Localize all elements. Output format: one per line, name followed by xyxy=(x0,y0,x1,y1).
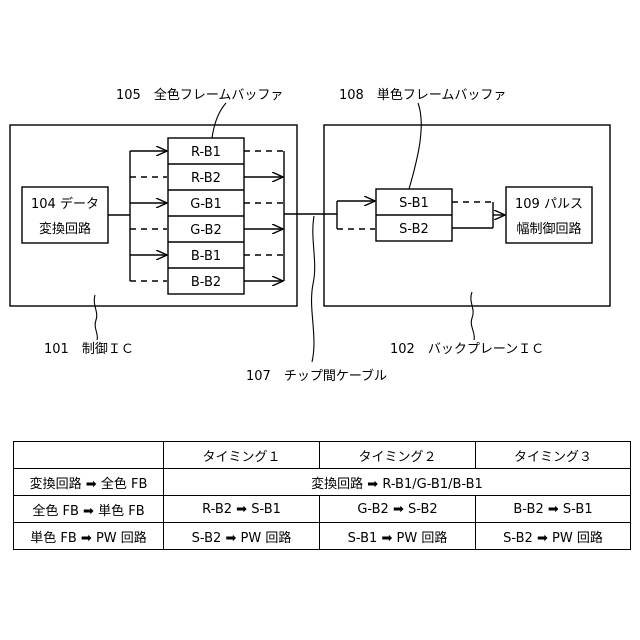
arrow-icon: ➡ xyxy=(225,531,236,546)
merged-cell: 変換回路 ➡ R-B1/G-B1/B-B1 xyxy=(164,469,631,496)
table-cell: S-B1 ➡ PW 回路 xyxy=(320,523,476,550)
pulse-width-line2: 幅制御回路 xyxy=(516,221,581,237)
system-diagram: 104 データ 変換回路 R-B1 R-B2 G-B1 G-B2 B-B1 B-… xyxy=(0,0,640,400)
table-row: 全色 FB ➡ 単色 FB R-B2 ➡ S-B1 G-B2 ➡ S-B2 B-… xyxy=(14,496,631,523)
single-color-frame-buffer: S-B1 S-B2 xyxy=(376,189,452,241)
arrow-icon: ➡ xyxy=(537,531,548,546)
arrow-icon: ➡ xyxy=(83,504,94,519)
backplane-ic-box xyxy=(324,125,610,306)
pulse-width-line1: 109 パルス xyxy=(515,197,583,212)
table-header-row: タイミング１ タイミング２ タイミング３ xyxy=(14,442,631,469)
table-cell: B-B2 ➡ S-B1 xyxy=(476,496,631,523)
row-label: 全色 FB ➡ 単色 FB xyxy=(14,496,164,523)
table-row: 変換回路 ➡ 全色 FB 変換回路 ➡ R-B1/G-B1/B-B1 xyxy=(14,469,631,496)
control-ic-box xyxy=(10,125,297,306)
table-cell: S-B2 ➡ PW 回路 xyxy=(476,523,631,550)
header-timing-3: タイミング３ xyxy=(476,442,631,469)
arrow-icon: ➡ xyxy=(81,531,92,546)
header-timing-2: タイミング２ xyxy=(320,442,476,469)
fb-cell-b-b2: B-B2 xyxy=(191,275,221,290)
table-row: 単色 FB ➡ PW 回路 S-B2 ➡ PW 回路 S-B1 ➡ PW 回路 … xyxy=(14,523,631,550)
single-fb-cell-s-b2: S-B2 xyxy=(399,222,429,237)
single-fb-to-pulse-arrows xyxy=(452,202,505,228)
arrow-icon: ➡ xyxy=(381,531,392,546)
arrow-icon: ➡ xyxy=(86,477,97,492)
fb-cell-b-b1: B-B1 xyxy=(191,249,221,264)
full-color-frame-buffer: R-B1 R-B2 G-B1 G-B2 B-B1 B-B2 xyxy=(168,138,244,294)
row-label: 変換回路 ➡ 全色 FB xyxy=(14,469,164,496)
fb-to-bus-lines xyxy=(244,151,284,281)
label-control-ic: 101 制御ＩＣ xyxy=(44,342,134,357)
data-conversion-line1: 104 データ xyxy=(31,196,99,212)
fb-cell-g-b2: G-B2 xyxy=(190,223,222,238)
header-timing-1: タイミング１ xyxy=(164,442,320,469)
fb-cell-r-b1: R-B1 xyxy=(191,145,221,160)
arrow-icon: ➡ xyxy=(236,502,247,517)
table-cell: S-B2 ➡ PW 回路 xyxy=(164,523,320,550)
data-conversion-line2: 変換回路 xyxy=(39,221,91,237)
fb-cell-g-b1: G-B1 xyxy=(190,197,222,212)
arrow-icon: ➡ xyxy=(393,502,404,517)
label-full-color-fb: 105 全色フレームバッファ xyxy=(116,87,283,103)
header-empty-cell xyxy=(14,442,164,469)
table-cell: G-B2 ➡ S-B2 xyxy=(320,496,476,523)
row-label: 単色 FB ➡ PW 回路 xyxy=(14,523,164,550)
timing-table: タイミング１ タイミング２ タイミング３ 変換回路 ➡ 全色 FB 変換回路 ➡… xyxy=(13,441,631,550)
table-cell: R-B2 ➡ S-B1 xyxy=(164,496,320,523)
label-chip-cable: 107 チップ間ケーブル xyxy=(246,368,387,384)
arrow-icon: ➡ xyxy=(548,502,559,517)
converter-to-fb-arrows xyxy=(108,151,167,281)
single-fb-cell-s-b1: S-B1 xyxy=(399,196,429,211)
fb-cell-r-b2: R-B2 xyxy=(191,171,221,186)
label-backplane-ic: 102 バックプレーンＩＣ xyxy=(390,342,544,357)
label-single-color-fb: 108 単色フレームバッファ xyxy=(339,87,506,103)
